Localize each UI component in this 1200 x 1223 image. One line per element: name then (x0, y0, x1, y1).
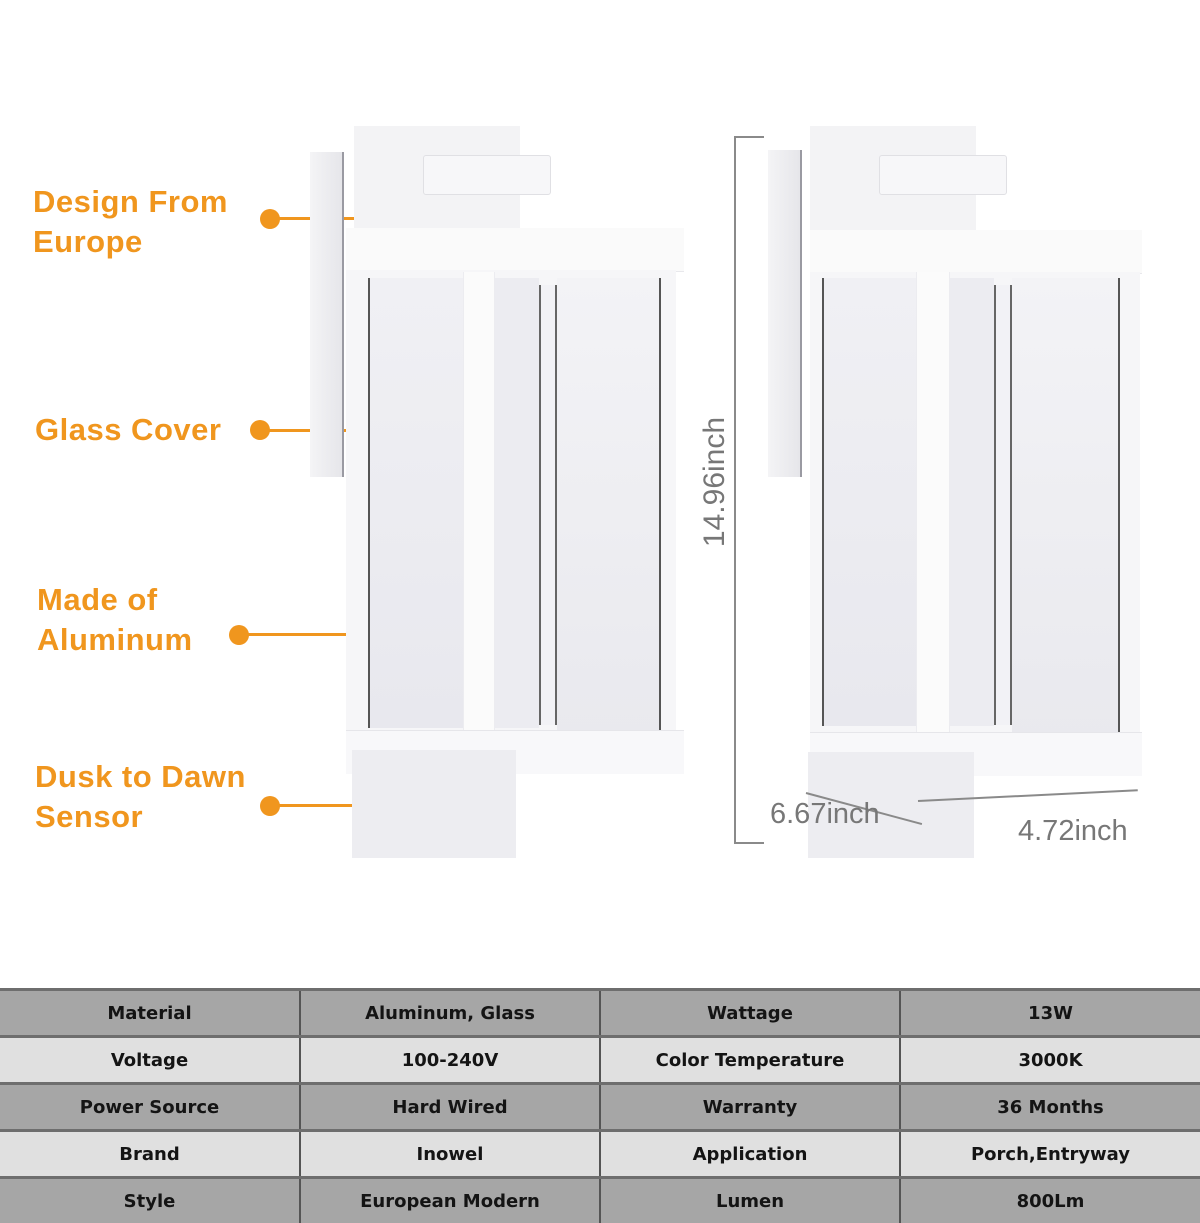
table-row: Material Aluminum, Glass Wattage 13W (0, 990, 1200, 1037)
spec-label: Warranty (600, 1084, 900, 1131)
wall-plate-top (354, 126, 520, 236)
lamp-frame (346, 270, 676, 748)
wall-plate-bottom (352, 750, 516, 858)
spec-value: 800Lm (900, 1178, 1200, 1223)
callout-leader-line (275, 804, 373, 807)
height-dimension-tick-top (734, 136, 764, 138)
callout-dusk-to-dawn-sensor: Dusk to Dawn Sensor (35, 757, 246, 837)
spec-value: 3000K (900, 1037, 1200, 1084)
callout-text-line1: Made of (37, 580, 193, 620)
spec-value: 100-240V (300, 1037, 600, 1084)
glass-panel-right (557, 278, 661, 738)
table-row: Voltage 100-240V Color Temperature 3000K (0, 1037, 1200, 1084)
callout-glass-cover: Glass Cover (35, 410, 221, 450)
height-dimension-line (734, 136, 736, 844)
depth-dimension-label: 6.67inch (770, 798, 880, 831)
spec-value: 36 Months (900, 1084, 1200, 1131)
frame-post-front (463, 272, 495, 748)
spec-value: Hard Wired (300, 1084, 600, 1131)
spec-value: Aluminum, Glass (300, 990, 600, 1037)
callout-text-line2: Europe (33, 222, 228, 262)
callout-made-of-aluminum: Made of Aluminum (37, 580, 193, 660)
height-dimension-label: 14.96inch (698, 407, 732, 557)
callout-text-line2: Aluminum (37, 620, 193, 660)
spec-label: Style (0, 1178, 300, 1223)
table-row: Brand Inowel Application Porch,Entryway (0, 1131, 1200, 1178)
lamp-base (346, 730, 684, 774)
width-dimension-label: 4.72inch (1018, 815, 1128, 848)
spec-label: Material (0, 990, 300, 1037)
glass-panel-left (368, 278, 463, 728)
glass-panel-mid (950, 278, 994, 726)
table-row: Power Source Hard Wired Warranty 36 Mont… (0, 1084, 1200, 1131)
callout-design-from-europe: Design From Europe (33, 182, 228, 262)
callout-text-line2: Sensor (35, 797, 246, 837)
spec-label: Brand (0, 1131, 300, 1178)
lamp-frame (810, 272, 1140, 750)
lamp-cap (810, 230, 1142, 274)
callout-text-line1: Design From (33, 182, 228, 222)
callout-text-line1: Glass Cover (35, 410, 221, 450)
frame-post-front (916, 272, 950, 748)
spec-label: Lumen (600, 1178, 900, 1223)
lamp-base (810, 732, 1142, 776)
spec-value: 13W (900, 990, 1200, 1037)
callout-leader-line (265, 429, 398, 432)
spec-value: European Modern (300, 1178, 600, 1223)
specifications-table: Material Aluminum, Glass Wattage 13W Vol… (0, 988, 1200, 1223)
lamp-cap (346, 228, 684, 272)
height-dimension-tick-bottom (734, 842, 764, 844)
callout-text-line1: Dusk to Dawn (35, 757, 246, 797)
table-row: Style European Modern Lumen 800Lm (0, 1178, 1200, 1223)
glass-panel-right (1012, 278, 1120, 740)
glass-panel-mid (495, 278, 539, 728)
spec-value: Porch,Entryway (900, 1131, 1200, 1178)
spec-label: Application (600, 1131, 900, 1178)
spec-label: Power Source (0, 1084, 300, 1131)
sensor-housing (423, 155, 551, 195)
led-tube (539, 285, 557, 725)
spec-label: Color Temperature (600, 1037, 900, 1084)
spec-value: Inowel (300, 1131, 600, 1178)
led-tube (994, 285, 1012, 725)
sensor-housing (879, 155, 1007, 195)
glass-panel-left (822, 278, 916, 726)
width-dimension-line (918, 789, 1138, 802)
callout-leader-line (275, 217, 373, 220)
wall-plate-top (810, 126, 976, 236)
callout-leader-line (244, 633, 354, 636)
wall-plate-edge (768, 150, 802, 477)
spec-label: Voltage (0, 1037, 300, 1084)
spec-label: Wattage (600, 990, 900, 1037)
